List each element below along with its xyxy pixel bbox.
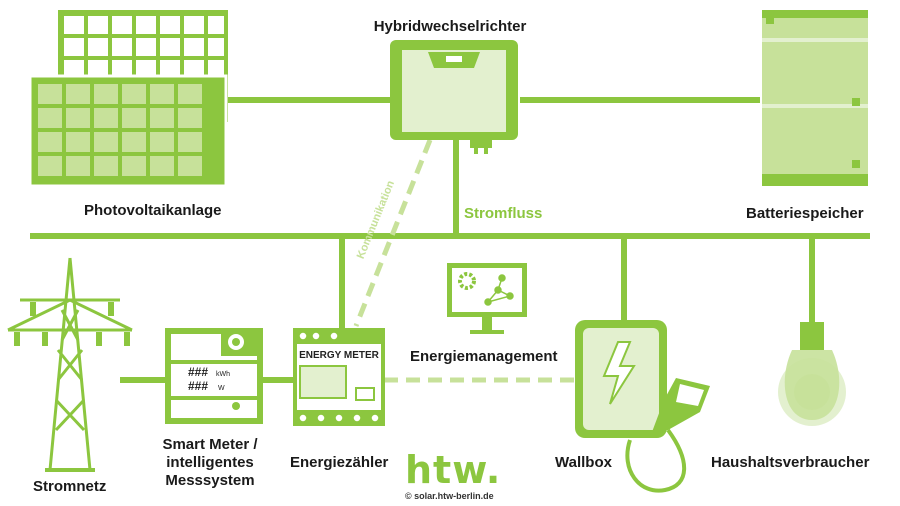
- smart-meter-row2-unit: W: [218, 385, 225, 392]
- smart-meter-icon: ### kWh ### W: [165, 328, 263, 424]
- flow-label: Stromfluss: [464, 205, 543, 222]
- grid-tower-icon: [7, 257, 133, 472]
- energy-management-icon: [447, 263, 527, 334]
- battery-label: Batteriespeicher: [746, 205, 864, 222]
- smart-meter-row2-value: ###: [188, 379, 208, 393]
- energy-management-label: Energiemanagement: [410, 348, 558, 365]
- household-label: Haushaltsverbraucher: [711, 454, 870, 471]
- inverter-icon: [390, 40, 518, 154]
- smart-meter-label-line3: Messsystem: [165, 472, 255, 489]
- smart-meter-label-line2: intelligentes: [166, 454, 254, 471]
- energy-counter-label: Energiezähler: [290, 454, 389, 471]
- grid-label: Stromnetz: [33, 478, 107, 495]
- htw-logo: htw.: [405, 448, 501, 492]
- battery-icon: [762, 10, 868, 186]
- communication-lines: [353, 139, 578, 383]
- copyright-label: © solar.htw-berlin.de: [405, 491, 494, 501]
- smart-meter-row1-value: ###: [188, 365, 208, 379]
- pv-panels: [28, 10, 228, 188]
- smart-meter-row1-unit: kWh: [216, 371, 230, 378]
- pv-label: Photovoltaikanlage: [84, 202, 222, 219]
- power-lines: [30, 97, 870, 383]
- htw-logo-text: htw.: [405, 448, 501, 492]
- lamp-icon: [778, 322, 846, 426]
- energy-meter-title: ENERGY METER: [299, 350, 380, 361]
- energy-meter-icon: ENERGY METER: [293, 328, 385, 426]
- communication-line-inverter: [353, 139, 433, 327]
- smart-meter-label-line1: Smart Meter /: [162, 436, 258, 453]
- inverter-label: Hybridwechselrichter: [373, 18, 527, 35]
- wallbox-icon: [575, 320, 710, 493]
- wallbox-label: Wallbox: [555, 454, 612, 471]
- smart-meter-label: Smart Meter / intelligentes Messsystem: [140, 436, 280, 490]
